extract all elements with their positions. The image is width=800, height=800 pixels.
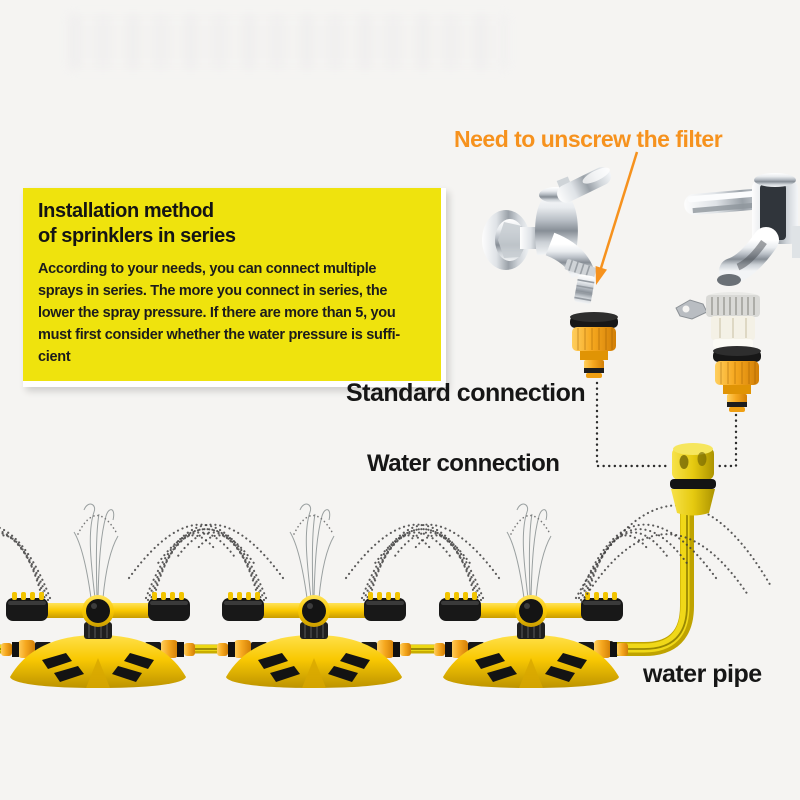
filter-arrow — [595, 151, 639, 285]
faucet-spout-filter — [574, 274, 595, 304]
water-connection-label: Water connection — [367, 450, 560, 477]
info-panel: Installation method of sprinklers in ser… — [23, 188, 446, 387]
sprinkler-2 — [127, 503, 501, 689]
standard-connection-label: Standard connection — [346, 379, 586, 407]
faucet-left-handle — [557, 167, 612, 203]
faucet-left — [482, 167, 612, 304]
connection-guides — [595, 381, 738, 468]
hose-quick-connector — [670, 443, 716, 516]
tap-adapter-right — [713, 346, 761, 412]
filter-attachment — [675, 292, 760, 348]
spray-arcs-right — [574, 504, 774, 604]
water-pipe-label: water pipe — [643, 660, 762, 688]
filter-note-label: Need to unscrew the filter — [454, 126, 723, 152]
faint-watermark — [68, 14, 508, 70]
info-panel-heading: Installation method of sprinklers in ser… — [38, 200, 236, 247]
faucet-right — [684, 173, 800, 286]
tap-adapter-left — [570, 312, 618, 378]
water-pipe — [598, 511, 694, 657]
info-panel-body: According to your needs, you can connect… — [38, 261, 400, 365]
